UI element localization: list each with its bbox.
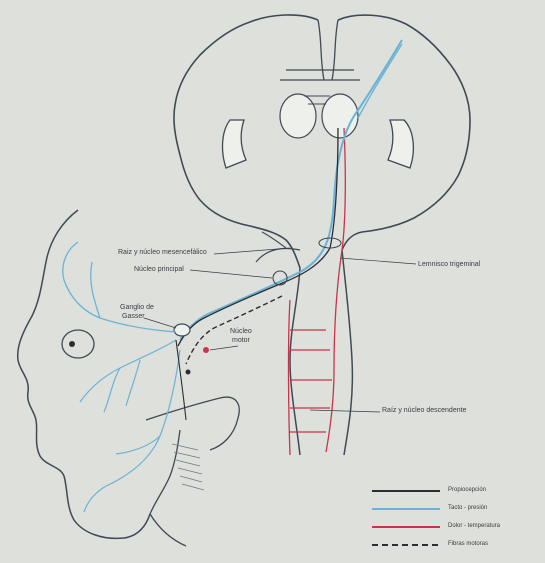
- label-gasser-ganglion-line2: Gasser: [122, 313, 145, 321]
- label-gasser-ganglion-line1: Ganglio de: [120, 304, 154, 312]
- brainstem-outline: [290, 250, 352, 455]
- legend-label-motor: Fibras motoras: [448, 541, 488, 548]
- thalamus-right: [322, 94, 358, 138]
- mandibular-branch: [84, 350, 180, 512]
- face-profile: [18, 210, 150, 538]
- legend-label-pain: Dolor - temperatura: [448, 523, 500, 530]
- lateral-ventricle-right: [388, 120, 413, 168]
- label-mesencephalic-root: Raiz y núcleo mesencefálico: [118, 249, 207, 257]
- lateral-ventricle-left: [223, 120, 246, 168]
- gasserian-ganglion: [174, 324, 190, 336]
- label-trigeminal-lemniscus: Lemnisco trigeminal: [418, 261, 480, 269]
- label-motor-nucleus-line2: motor: [232, 337, 250, 345]
- label-descending-root: Raíz y núcleo descendente: [382, 407, 466, 415]
- proprioception-pathway: [178, 128, 338, 346]
- brain-outline: [174, 15, 470, 268]
- eye: [62, 330, 94, 358]
- thalamus-left: [280, 94, 316, 138]
- legend-label-touch: Tacto - presión: [448, 505, 487, 512]
- maxillary-branch: [80, 340, 176, 412]
- label-principal-nucleus: Núcleo principal: [134, 266, 184, 274]
- label-motor-nucleus-line1: Núcleo: [230, 328, 252, 336]
- touch-pressure-pathway: [180, 40, 402, 340]
- legend-label-proprioception: Propiocepción: [448, 487, 486, 494]
